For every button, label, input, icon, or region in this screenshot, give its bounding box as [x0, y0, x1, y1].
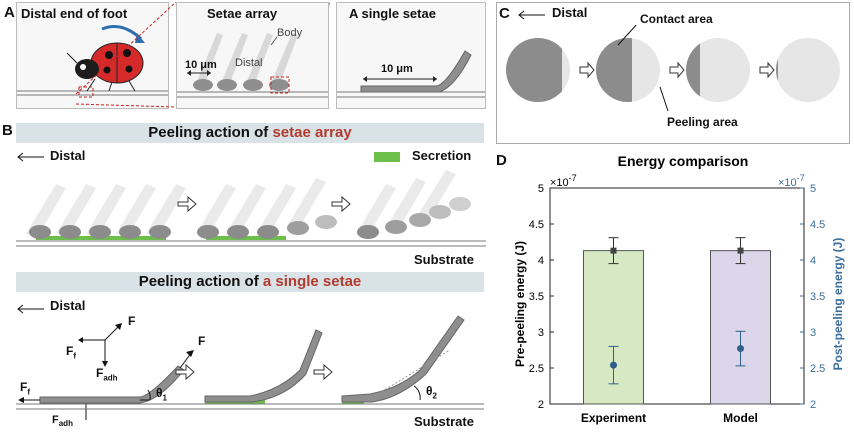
force-fadh-label-1: Fadh — [96, 366, 118, 383]
panel-c-box — [496, 2, 850, 144]
setae-array-title: Setae array — [207, 6, 278, 21]
left-tick-label: 4 — [538, 255, 544, 267]
energy-comparison-chart: Energy comparison ×10-7 ×10-7 Pre-peelin… — [513, 153, 845, 425]
array-title: Peeling action of setae array — [148, 124, 352, 141]
theta1-label: θ1 — [156, 386, 167, 403]
panel-b-letter: B — [2, 122, 13, 139]
right-tick-label: 2.5 — [810, 363, 825, 375]
single-setae-illustration — [337, 50, 485, 98]
setae-array-illustration — [177, 33, 328, 98]
bar-model — [710, 250, 771, 405]
contact-area-circles — [506, 25, 840, 112]
left-tick-label: 3.5 — [529, 291, 544, 303]
ladybug-illustration — [17, 25, 168, 98]
panel-d-letter: D — [496, 152, 507, 169]
theta2-label: θ2 — [426, 384, 437, 401]
y-axis-label-right: Post-peeling energy (J) — [831, 238, 845, 371]
peeling-area-label: Peeling area — [667, 115, 738, 129]
category-label: Model — [723, 411, 758, 425]
single-title: Peeling action of a single setae — [138, 273, 362, 290]
distal-arrow-b2 — [17, 304, 44, 314]
force-ff-label-2: Ff — [20, 380, 31, 397]
single-setae-title: A single setae — [349, 6, 436, 21]
distal-arrow-c — [518, 10, 545, 20]
right-tick-label: 3.5 — [810, 291, 825, 303]
foot-title: Distal end of foot — [21, 6, 128, 21]
foot-image-box: Distal end of foot — [16, 2, 169, 109]
post-peeling-point — [610, 361, 617, 369]
category-label: Experiment — [581, 411, 646, 425]
right-tick-label: 4 — [810, 255, 816, 267]
left-axis-multiplier: ×10-7 — [550, 173, 577, 189]
right-tick-label: 5 — [810, 183, 816, 195]
array-title-band — [16, 123, 484, 143]
force-f-label-2: F — [198, 334, 206, 348]
secretion-swatch — [374, 152, 400, 162]
scale-label-2: 10 μm — [381, 63, 413, 75]
distal-label-b2: Distal — [50, 298, 86, 313]
distal-arrow-b1 — [17, 152, 44, 162]
distal-label-a: Distal — [235, 57, 263, 69]
distal-label-b1: Distal — [50, 148, 86, 163]
substrate-label-2: Substrate — [414, 414, 474, 429]
force-f-label-1: F — [128, 314, 136, 328]
substrate-label-1: Substrate — [414, 252, 474, 267]
chart-title: Energy comparison — [618, 153, 749, 169]
right-tick-label: 4.5 — [810, 219, 825, 231]
single-setae-box: A single setae 10 μm — [336, 2, 486, 109]
left-tick-label: 2 — [538, 399, 544, 411]
setae-array-box: Setae array 10 μm Distal Body — [176, 2, 329, 109]
force-ff-label: Ff — [66, 344, 77, 361]
body-label: Body — [277, 27, 303, 39]
left-tick-label: 3 — [538, 327, 544, 339]
bar-experiment — [583, 250, 644, 405]
right-axis-multiplier: ×10-7 — [778, 173, 805, 189]
left-tick-label: 5 — [538, 183, 544, 195]
distal-label-c: Distal — [552, 5, 588, 20]
contact-area-label: Contact area — [640, 12, 713, 26]
panel-a-letter: A — [4, 4, 15, 21]
right-tick-label: 2 — [810, 399, 816, 411]
secretion-label: Secretion — [412, 148, 472, 163]
post-peeling-point — [737, 345, 744, 353]
setae-array-sequence — [16, 170, 486, 247]
left-tick-label: 4.5 — [529, 219, 544, 231]
panel-c-letter: C — [499, 5, 510, 22]
right-tick-label: 3 — [810, 327, 816, 339]
single-setae-sequence — [16, 315, 484, 420]
y-axis-label-left: Pre-peeling energy (J) — [513, 241, 527, 367]
left-tick-label: 2.5 — [529, 363, 544, 375]
single-title-band — [16, 272, 484, 292]
pre-peeling-point — [610, 247, 617, 254]
pre-peeling-point — [737, 247, 744, 254]
scale-label-1: 10 μm — [185, 59, 217, 71]
force-fadh-label-2: Fadh — [52, 414, 73, 429]
